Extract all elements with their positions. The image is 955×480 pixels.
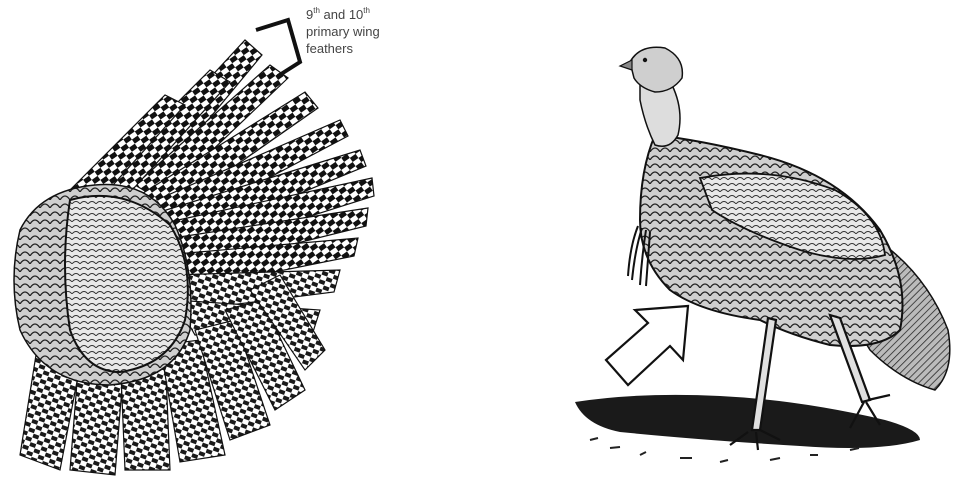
breast-arrow [606, 306, 688, 385]
turkey-eye [643, 58, 647, 62]
turkey-illustration [575, 47, 950, 462]
annotation-bracket [256, 20, 300, 76]
ground-shadow [575, 395, 920, 448]
turkey-beak [620, 60, 632, 70]
turkey-head [630, 47, 682, 92]
wing-illustration [14, 40, 374, 475]
